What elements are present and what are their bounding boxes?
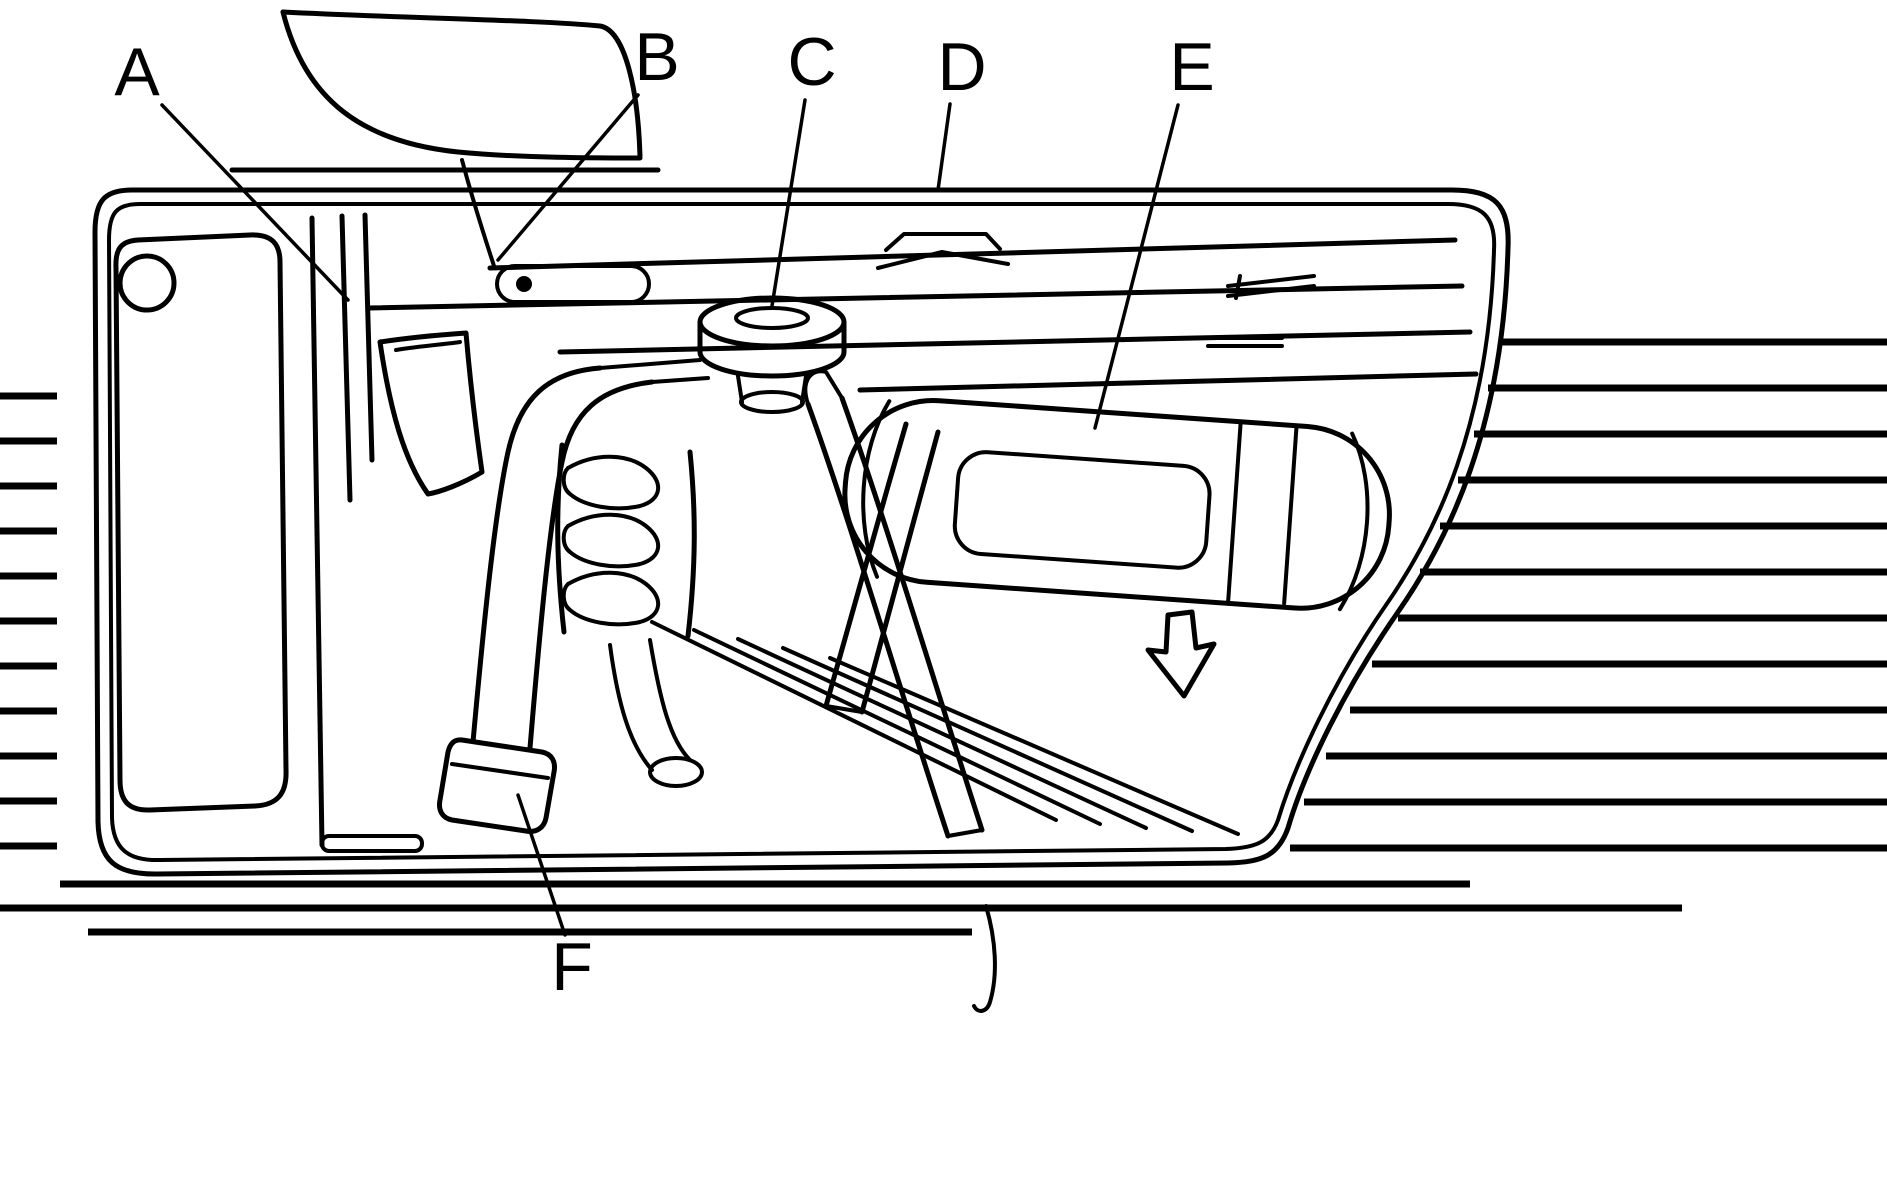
leader-line-c — [770, 98, 807, 308]
callout-e: E — [1093, 29, 1215, 430]
callout-label-f: F — [551, 929, 593, 1005]
callout-d: D — [936, 29, 987, 192]
leader-line-d — [936, 102, 952, 192]
panel-slot — [320, 834, 424, 853]
rail-clips — [876, 232, 1316, 348]
rail-bracket — [495, 264, 651, 304]
leader-line-e — [1093, 103, 1180, 430]
callouts: A B C D E F — [114, 19, 1214, 1005]
callout-label-d: D — [937, 29, 986, 105]
panel-outline — [92, 187, 1511, 877]
tool-hooks — [555, 442, 704, 788]
callout-f: F — [516, 793, 593, 1005]
callout-label-c: C — [787, 24, 836, 100]
inner-trim-panel — [113, 232, 289, 813]
pillar-cutout-fin — [280, 9, 643, 161]
wing-retainer-knob — [697, 295, 847, 414]
jack-handle — [437, 358, 710, 834]
callout-c: C — [770, 24, 837, 308]
callout-b: B — [496, 19, 680, 262]
background-slats-left — [0, 392, 57, 850]
access-hole-circle — [117, 253, 177, 313]
leader-line-a — [160, 103, 350, 302]
bottom-hook-line — [972, 904, 997, 1013]
callout-label-a: A — [114, 34, 160, 110]
callout-label-b: B — [634, 19, 679, 95]
callout-a: A — [114, 34, 350, 302]
retaining-strap — [803, 369, 985, 839]
background-lines-bottom — [0, 880, 1682, 1013]
rail-bolt — [516, 276, 532, 292]
jack-assembly — [842, 397, 1392, 612]
b-pillar-trim — [309, 212, 375, 848]
callout-label-e: E — [1169, 29, 1214, 105]
trim-flap — [377, 330, 485, 497]
leader-line-f — [516, 793, 567, 937]
sill-rail-lines — [365, 158, 1479, 393]
direction-arrow-icon — [1145, 609, 1217, 699]
background-slats-right — [1290, 338, 1887, 852]
leader-line-b — [496, 93, 640, 262]
floor-ribs — [650, 620, 1240, 836]
